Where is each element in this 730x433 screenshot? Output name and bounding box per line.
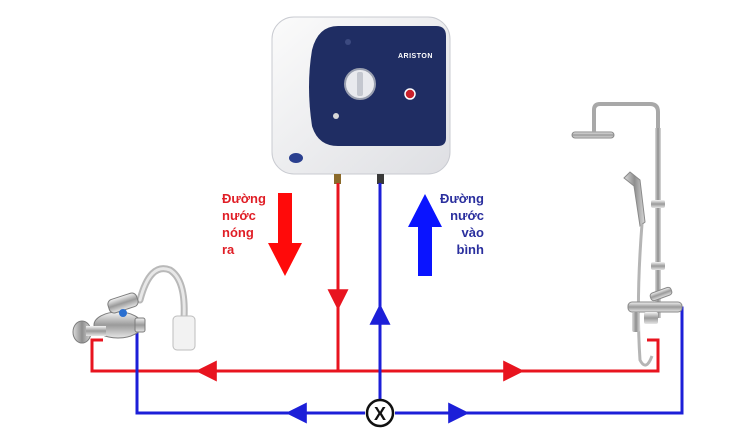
hot-label-line: Đường	[222, 191, 266, 206]
hot-outlet-fitting	[334, 174, 341, 184]
valve-symbol: X	[374, 404, 386, 424]
faucet-shower-head	[172, 315, 196, 351]
shower-hand-head	[623, 171, 646, 227]
cold-inlet-fitting	[377, 174, 384, 184]
shutoff-valve: X	[365, 398, 395, 428]
cold-water-in-label: Đường nước vào bình	[440, 190, 484, 258]
hot-label-line: ra	[222, 242, 235, 257]
indicator-light-icon	[404, 88, 416, 100]
heater-logo-badge	[289, 153, 303, 163]
shower-top-arm	[592, 102, 660, 132]
heater-control-panel	[309, 26, 446, 146]
cold-water-pipes	[135, 183, 684, 415]
shower-wall-connector	[644, 312, 658, 324]
hot-out-big-arrow	[268, 193, 302, 276]
shower-vertical-pipe	[655, 128, 661, 318]
cold-label-line: bình	[456, 242, 484, 257]
valve-circle	[365, 398, 395, 428]
water-heater: ARISTON	[271, 16, 451, 184]
cold-label-line: vào	[461, 225, 484, 240]
faucet-arm	[86, 326, 106, 336]
hot-branch-left	[90, 338, 338, 373]
sink-faucet	[72, 265, 196, 351]
shower-spout	[632, 312, 640, 332]
small-screw-icon	[345, 39, 351, 45]
hot-water-out-label: Đường nước nóng ra	[222, 190, 266, 258]
power-lamp-icon	[333, 113, 339, 119]
cold-label-line: nước	[450, 208, 484, 223]
hot-label-line: nước	[222, 208, 256, 223]
hot-branch-right	[338, 338, 660, 373]
shower-hose	[636, 223, 654, 367]
shower-rain-head	[571, 131, 615, 139]
cold-label-line: Đường	[440, 191, 484, 206]
shower-bracket-lower	[651, 262, 665, 270]
shower-mixer-lever	[649, 286, 673, 302]
dial-grip	[357, 72, 363, 96]
heater-brand: ARISTON	[398, 53, 433, 60]
faucet-cap	[119, 309, 127, 317]
shower-column	[571, 102, 683, 367]
shower-mixer-bar	[627, 301, 683, 313]
shower-bracket	[651, 200, 665, 208]
hot-label-line: nóng	[222, 225, 254, 240]
faucet-right-connector	[134, 317, 146, 333]
cold-in-big-arrow	[408, 194, 442, 276]
